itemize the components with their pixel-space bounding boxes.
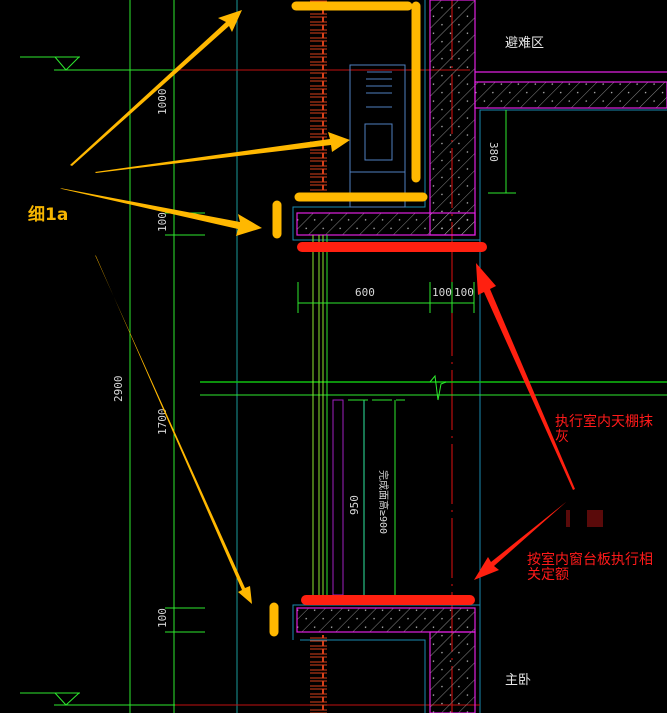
red-arrows	[474, 263, 575, 580]
brick-wall-top	[310, 0, 327, 195]
red-highlights	[297, 242, 487, 605]
concrete-structure	[296, 0, 667, 713]
dimension-lines	[165, 110, 516, 633]
arrow-icon	[95, 132, 350, 173]
dimension-1700: 1700	[156, 409, 169, 436]
marker-block	[566, 510, 570, 527]
arrow-icon	[476, 263, 575, 490]
dimension-600: 600	[355, 286, 375, 299]
room-label-top: 避难区	[505, 36, 544, 51]
yellow-highlights	[269, 1, 428, 637]
dimension-100a: 100	[432, 286, 452, 299]
level-marker-bottom	[20, 692, 175, 706]
brick-wall-bottom	[310, 635, 327, 713]
dimension-1000: 1000	[156, 89, 169, 116]
room-label-bottom: 主卧	[505, 673, 531, 688]
callout-label: 细1a	[28, 205, 69, 225]
note-window-sill: 按室内窗台板执行相关定额	[527, 552, 653, 583]
dimension-380: 380	[487, 142, 500, 162]
note-ceiling-plaster: 执行室内天棚抹灰	[555, 414, 653, 445]
arrow-icon	[95, 255, 252, 604]
cabinet-outline	[349, 64, 406, 208]
dimension-100b: 100	[454, 286, 474, 299]
dimension-2900: 2900	[112, 376, 125, 403]
dimension-100-bottom: 100	[156, 608, 169, 628]
arrow-icon	[474, 502, 566, 580]
yellow-arrows	[60, 10, 350, 604]
level-marker-top	[20, 56, 175, 71]
arrow-icon	[70, 10, 242, 166]
dimension-950: 950	[348, 495, 361, 515]
sill-height-note: 完成面高≥900	[377, 470, 390, 534]
dimension-100-top: 100	[156, 212, 169, 232]
arrow-icon	[60, 188, 262, 236]
marker-block	[587, 510, 603, 527]
